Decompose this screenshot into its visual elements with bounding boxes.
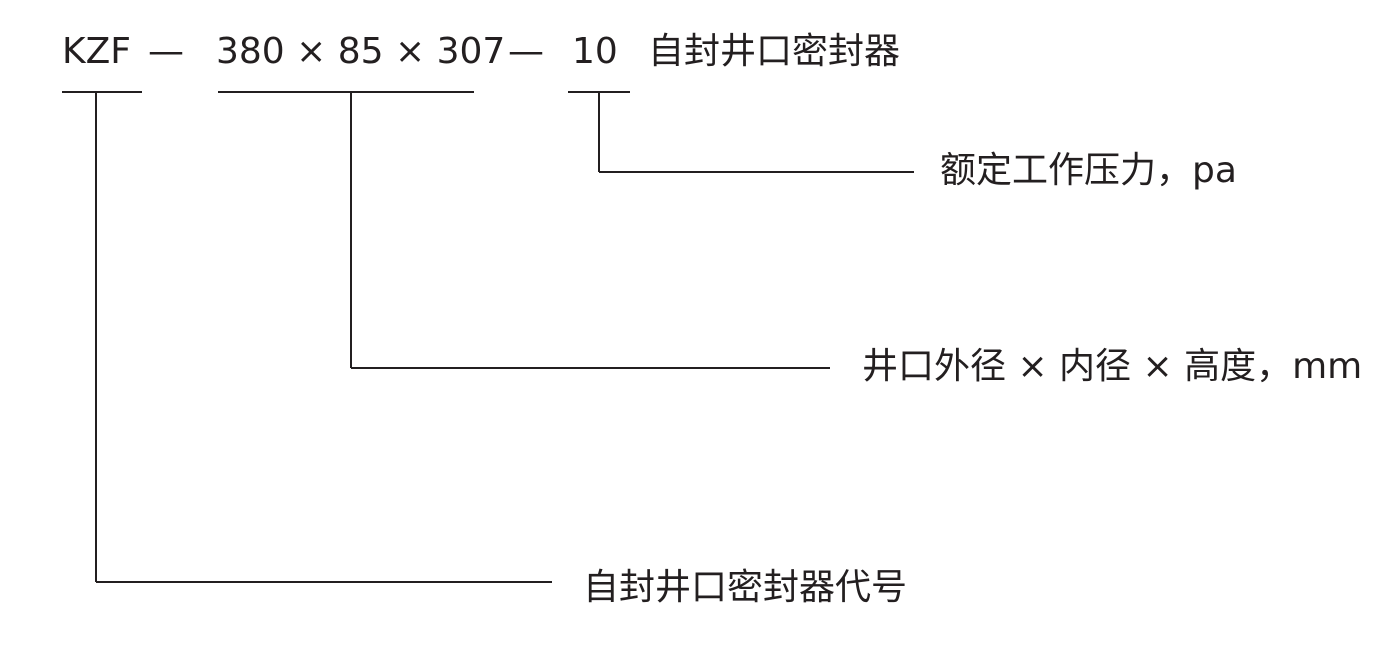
model-dash-1: — <box>148 31 184 72</box>
model-pressure: 10 <box>572 31 618 72</box>
label-pressure: 额定工作压力，pa <box>940 150 1237 191</box>
model-dash-2: — <box>508 31 544 72</box>
label-dimensions: 井口外径 × 内径 × 高度，mm <box>862 346 1363 387</box>
model-name: 自封井口密封器 <box>648 31 901 72</box>
model-prefix: KZF <box>62 31 131 72</box>
model-dimensions: 380 × 85 × 307 <box>216 31 506 72</box>
label-code: 自封井口密封器代号 <box>583 567 908 608</box>
